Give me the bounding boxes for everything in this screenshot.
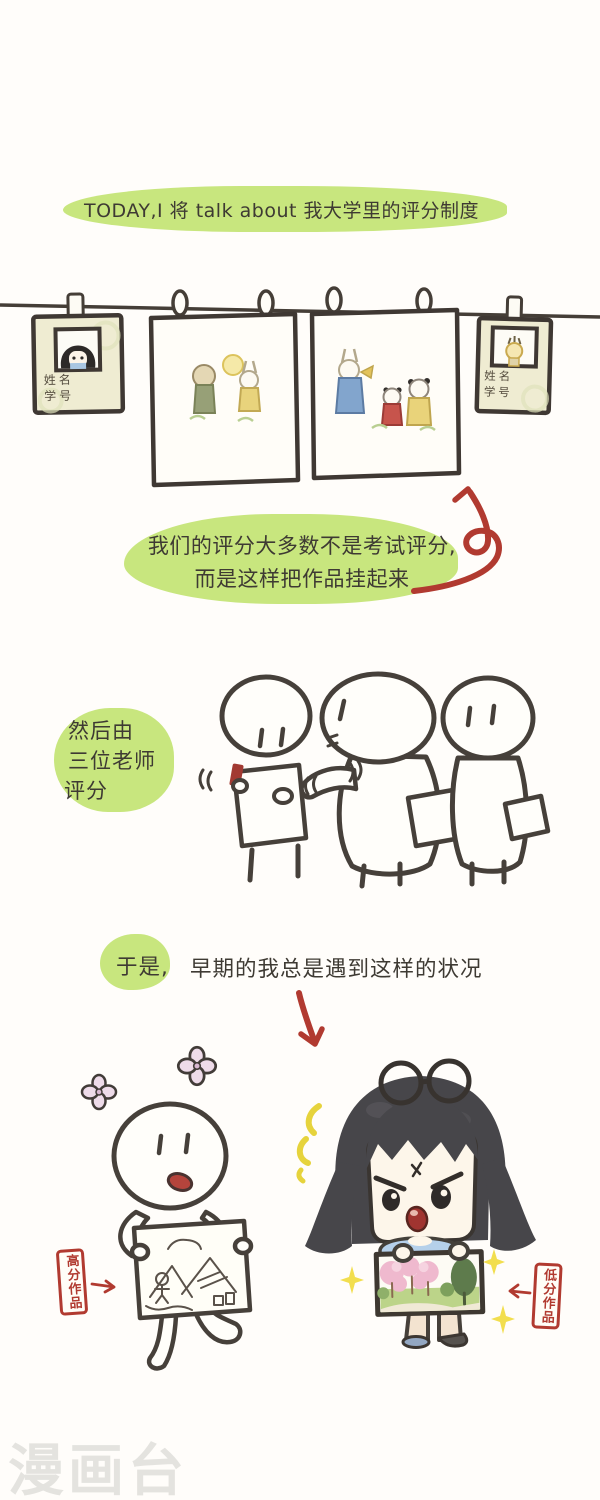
shoe [437,1332,469,1348]
judge-figure-2 [299,671,464,889]
sparkle-icon [483,1249,505,1275]
judges-scene [198,671,551,889]
high-score-label: 高分作品 [55,1248,89,1316]
watermark: 漫画台 [8,1439,188,1500]
surprise-mark-icon [296,1167,306,1184]
situation-bubble [100,934,170,990]
flower-icon [80,1073,118,1111]
name-card-left-art [31,292,126,415]
score-paper-1 [231,762,309,849]
clothesline-scene [0,286,600,488]
sketch-kid [80,1045,254,1371]
id-label: 学号 [44,388,75,404]
name-card-right-art [474,295,554,416]
teachers-note-bubble [54,708,174,812]
flower-icon [176,1045,218,1087]
judge-figure-1 [198,674,363,883]
intro-text: TODAY,I 将 talk about 我大学里的评分制度 [84,200,479,222]
hanging-note-line1: 我们的评分大多数不是考试评分, [147,534,457,558]
score-paper-3 [502,793,551,842]
judge-figure-3 [440,675,551,887]
glasses-icon [378,1058,472,1106]
surprise-mark-icon [296,1136,311,1166]
name-card-right-labels: 姓名 学号 [484,368,514,401]
anger-wrinkle [410,1161,423,1178]
surprise-mark-icon [305,1103,322,1136]
doodle-sketch [145,1238,237,1311]
situation-note: 于是, 早期的我总是遇到这样的状况 [116,950,482,982]
teachers-note-line1: 然后由 [68,719,134,743]
painting-rabbit-pandas [334,348,436,432]
right-eyebrow [430,1171,464,1190]
shoe [401,1335,431,1349]
name-label: 姓名 [484,368,514,384]
teachers-note-text: 然后由 三位老师 评分 [64,716,156,806]
name-card-left-labels: 姓名 学号 [44,372,75,405]
high-score-arrow [90,1279,116,1294]
hanging-note-line2: 而是这样把作品挂起来 [194,567,410,591]
painting-monkey-rabbit [189,354,262,423]
teachers-note-line2: 三位老师 [68,749,156,773]
left-eyebrow [373,1175,407,1192]
sparkle-icon [340,1266,364,1294]
situation-bubble-text: 于是, [116,955,169,980]
bangs [365,1097,478,1170]
annoyed-girl [296,1058,536,1349]
hair-lock-right [482,1158,536,1251]
low-score-arrow [508,1283,532,1299]
sparkle-icon [491,1305,515,1334]
photo-figure-hair [507,335,522,345]
hanging-note-bubble [124,514,458,604]
teachers-note-line3: 评分 [64,779,108,803]
intro-bubble [63,186,507,232]
landscape-painting [373,1249,486,1317]
artwork-sheet-left [148,289,301,488]
low-score-label: 低分作品 [531,1262,563,1330]
tongue [166,1172,194,1192]
hanging-note-text: 我们的评分大多数不是考试评分, 而是这样把作品挂起来 [132,530,472,596]
id-label: 学号 [483,384,513,400]
artwork-sheet-right [309,286,462,481]
hair-lock-left [305,1162,360,1254]
name-label: 姓名 [43,372,74,388]
situation-rest-text: 早期的我总是遇到这样的状况 [190,957,483,982]
